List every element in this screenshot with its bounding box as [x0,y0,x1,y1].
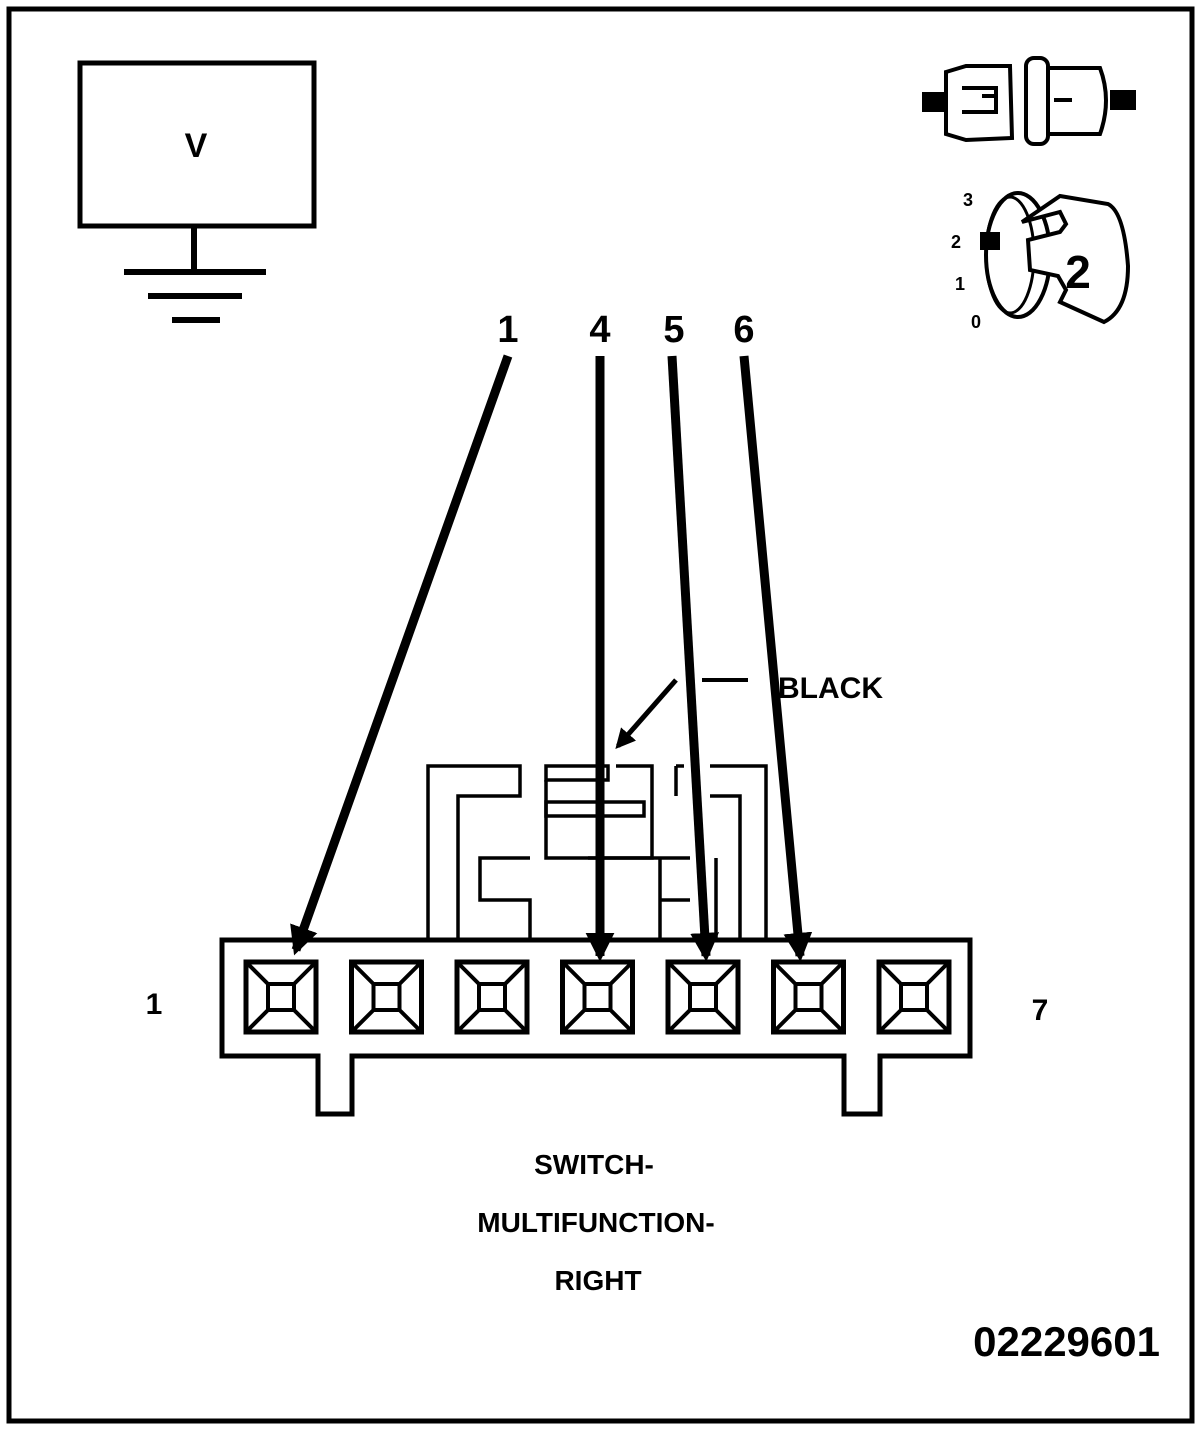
connector-cavity-2 [349,959,424,1035]
connector-cavity-5 [665,959,741,1035]
probe-arrow-1 [290,354,513,956]
connector-cavity-6 [771,959,846,1035]
key-position-0: 0 [971,312,981,332]
connector-cavity-4 [560,959,635,1035]
component-name-line-3: RIGHT [554,1265,641,1296]
connector-cavity-3 [454,959,530,1035]
connector-end-label-right: 7 [1032,994,1049,1027]
wire-color-label: BLACK [778,672,883,705]
probe-arrow-6 [739,355,813,962]
probe-label-6: 6 [733,309,754,351]
connector-housing-detail [426,764,768,940]
key-badge-number: 2 [1065,246,1091,298]
ground-symbol [124,226,266,323]
connector-body [219,937,973,1117]
component-name-line-2: MULTIFUNCTION- [477,1207,714,1238]
key-position-2: 2 [951,232,961,252]
component-name-line-1: SWITCH- [534,1149,654,1180]
key-position-1: 1 [955,274,965,294]
probe-label-5: 5 [663,309,684,351]
connector-end-label-left: 1 [146,988,163,1021]
connector-plug-icon [922,56,1136,146]
voltmeter-label: V [185,127,208,165]
voltmeter-symbol: V [77,60,317,229]
figure-frame [6,6,1195,1424]
probe-label-1: 1 [497,309,518,351]
probe-arrows [290,354,813,962]
connector-cavity-1 [243,959,319,1035]
probe-arrow-5 [667,355,720,962]
key-position-3: 3 [963,190,973,210]
wire-color-arrow [615,678,678,750]
connector-cavity-7 [876,959,952,1035]
probe-label-4: 4 [589,309,610,351]
figure-id: 02229601 [973,1318,1160,1365]
ignition-key-icon: 3 2 1 0 2 [951,190,1131,332]
